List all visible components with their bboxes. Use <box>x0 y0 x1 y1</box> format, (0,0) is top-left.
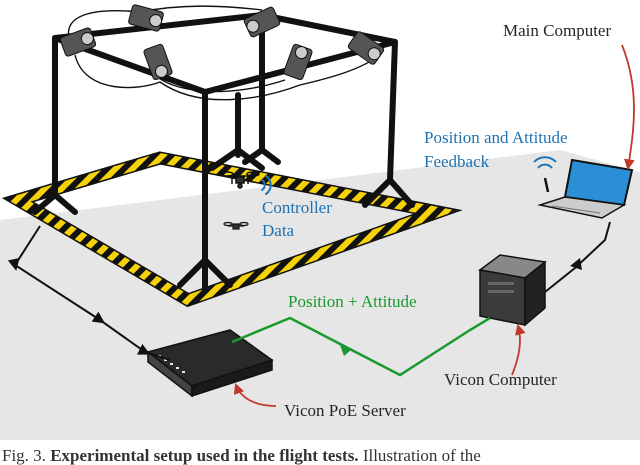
vicon-computer-annotation-arrow <box>511 323 526 376</box>
figure-caption: Fig. 3. Experimental setup used in the f… <box>2 447 481 464</box>
green-arrowhead <box>340 345 352 356</box>
black-arrowhead <box>570 258 582 270</box>
laptop-icon <box>537 158 634 219</box>
caption-bold: Experimental setup used in the flight te… <box>50 446 359 465</box>
vicon-server-annotation-arrow <box>233 382 277 407</box>
position-attitude-label: Position + Attitude <box>288 292 417 311</box>
camera-icon <box>59 27 97 57</box>
caption-rest: Illustration of the <box>358 446 481 465</box>
main-computer-label: Main Computer <box>503 21 612 40</box>
caption-prefix: Fig. 3. <box>2 446 46 465</box>
vicon-server-label: Vicon PoE Server <box>284 401 406 420</box>
quadrotor-icon <box>220 171 260 189</box>
feedback-label-line2: Feedback <box>424 152 490 171</box>
camera-icon <box>143 43 173 81</box>
camera-to-server-cable <box>7 225 171 361</box>
desktop-tower-icon <box>478 254 547 327</box>
position-attitude-link <box>231 316 491 377</box>
camera-icon <box>128 4 164 32</box>
main-computer-annotation-arrow <box>621 44 635 171</box>
camera-icon <box>283 43 313 81</box>
vicon-to-laptop-cable <box>544 221 611 293</box>
camera-icon <box>347 31 385 65</box>
network-switch-icon <box>146 329 274 398</box>
quadrotor-small-icon <box>223 221 249 230</box>
camera-icon <box>243 6 281 38</box>
controller-label-line1: Controller <box>262 198 332 217</box>
wireless-signal-icon <box>261 175 272 195</box>
feedback-label-line1: Position and Attitude <box>424 128 568 147</box>
controller-label-line2: Data <box>262 221 295 240</box>
vicon-computer-label: Vicon Computer <box>444 370 557 389</box>
motion-cameras <box>59 4 385 81</box>
antenna-wireless-icon <box>533 156 557 193</box>
